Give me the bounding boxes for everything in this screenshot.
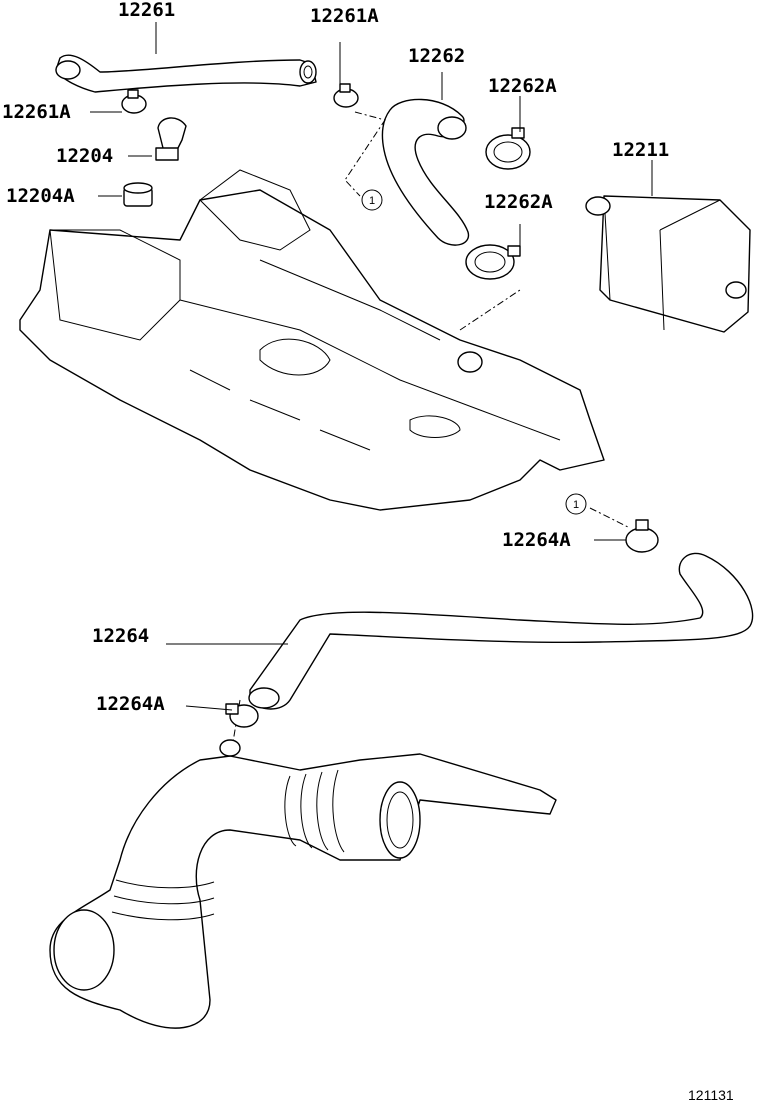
label-12261a-top: 12261A: [310, 5, 379, 27]
hose-12261[interactable]: [55, 54, 317, 93]
clamp-12264a-left[interactable]: [225, 703, 259, 728]
pcv-valve-12204[interactable]: [155, 117, 187, 161]
label-12264a-left: 12264A: [96, 693, 165, 715]
svg-text:1: 1: [573, 499, 579, 511]
clamp-12262a-top[interactable]: [485, 127, 531, 170]
routing-line-separator: [459, 289, 521, 331]
routing-line-lower: [589, 507, 631, 529]
clamp-12264a-right[interactable]: [625, 519, 659, 553]
clamp-12261a-top[interactable]: [333, 83, 359, 108]
figure-code: 121131: [688, 1087, 734, 1103]
label-12211: 12211: [612, 139, 669, 161]
air-intake-hose: [49, 739, 557, 1029]
label-12204a: 12204A: [6, 185, 75, 207]
oil-separator-12211[interactable]: [585, 195, 751, 333]
label-12262a-mid: 12262A: [484, 191, 553, 213]
label-12204: 12204: [56, 145, 113, 167]
label-12261: 12261: [118, 0, 175, 21]
clamp-12261a-left[interactable]: [121, 89, 147, 114]
label-12262: 12262: [408, 45, 465, 67]
cylinder-head-cover: [19, 169, 605, 511]
label-12261a-left: 12261A: [2, 101, 71, 123]
clamp-12262a-mid[interactable]: [465, 244, 521, 280]
leader-lines: [90, 22, 653, 711]
routing-line-upper: [344, 111, 386, 197]
label-12264a-right: 12264A: [502, 529, 571, 551]
label-12264: 12264: [92, 625, 149, 647]
grommet-12204a[interactable]: [123, 182, 153, 207]
svg-text:1: 1: [369, 195, 375, 207]
ref-mark-upper: 1: [361, 189, 383, 211]
label-12262a-top: 12262A: [488, 75, 557, 97]
hose-12264[interactable]: [248, 552, 754, 710]
ref-mark-lower: 1: [565, 493, 587, 515]
hose-12262[interactable]: [381, 98, 470, 246]
